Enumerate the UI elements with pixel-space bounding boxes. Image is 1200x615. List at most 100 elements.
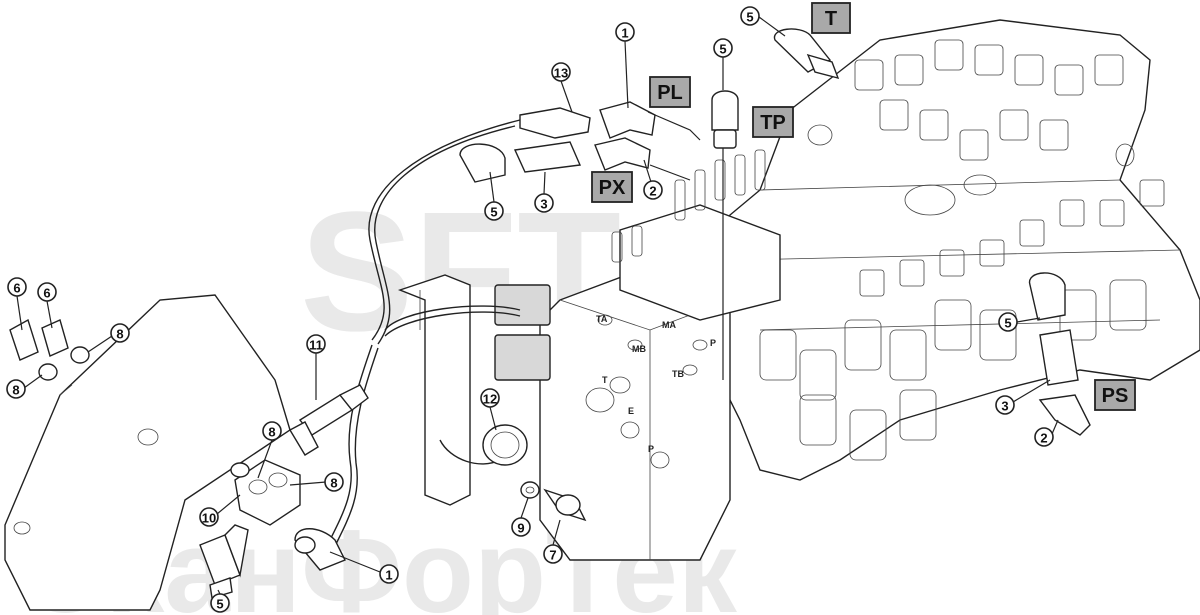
port-label-tp: TP <box>752 106 794 138</box>
top-fittings <box>459 101 656 183</box>
middle-valve-block <box>494 149 781 381</box>
callout-circle <box>713 38 733 58</box>
callout-8: 8 <box>110 323 130 343</box>
callout-number: 5 <box>746 10 753 25</box>
callout-2: 2 <box>643 180 663 200</box>
block-mark-ta: TA <box>596 314 608 324</box>
port-label-text: PX <box>599 177 626 199</box>
adapter-block-10 <box>230 459 301 526</box>
callout-6: 6 <box>7 277 27 297</box>
leader-lines <box>16 16 1059 595</box>
callout-circle <box>740 6 760 26</box>
port-label-text: TP <box>760 112 786 134</box>
elbow-fitting-1-bottom <box>294 528 346 571</box>
callout-circle <box>511 517 531 537</box>
callout-circle <box>534 193 554 213</box>
callout-circle <box>543 544 563 564</box>
callout-circle <box>615 22 635 42</box>
plug-12 <box>482 424 528 466</box>
callout-circle <box>551 62 571 82</box>
callout-1: 1 <box>379 564 399 584</box>
callout-circle <box>306 334 326 354</box>
manifold-block: T E P TB TA MA MB P <box>539 269 731 561</box>
callout-1: 1 <box>615 22 635 42</box>
callouts: 1 13 5 5 2 3 5 6 6 8 8 11 12 8 8 10 9 7 1 5 5 3 2 <box>6 6 1054 613</box>
callout-number: 7 <box>549 548 556 563</box>
block-mark-p2: P <box>710 338 716 348</box>
port-label-t: T <box>811 2 851 34</box>
callout-number: 13 <box>554 66 568 81</box>
callout-circle <box>998 312 1018 332</box>
callout-circle <box>210 593 230 613</box>
port-label-text: T <box>825 8 837 30</box>
callout-number: 2 <box>1040 431 1047 446</box>
callout-circle <box>480 388 500 408</box>
callout-number: 1 <box>385 568 392 583</box>
bolts-6 <box>9 318 69 361</box>
callout-7: 7 <box>543 544 563 564</box>
callout-circle <box>110 323 130 343</box>
callout-number: 8 <box>268 425 275 440</box>
callout-3: 3 <box>995 395 1015 415</box>
block-mark-e: E <box>628 406 634 416</box>
pressure-sensor-11 <box>289 384 369 456</box>
port-label-box <box>811 2 851 34</box>
callout-number: 11 <box>309 338 323 353</box>
callout-12: 12 <box>480 388 500 408</box>
valve-bracket <box>397 274 471 506</box>
callout-number: 1 <box>621 26 628 41</box>
callout-number: 9 <box>517 521 524 536</box>
block-mark-mb: MB <box>632 344 646 354</box>
port-label-px: PX <box>591 171 633 203</box>
port-label-box <box>591 171 633 203</box>
callout-number: 5 <box>490 205 497 220</box>
callout-5: 5 <box>998 312 1018 332</box>
callout-number: 3 <box>540 197 547 212</box>
callout-circle <box>643 180 663 200</box>
callout-circle <box>199 507 219 527</box>
port-label-ps: PS <box>1094 379 1136 411</box>
washers-8-left <box>38 346 90 381</box>
callout-circle <box>7 277 27 297</box>
port-label-text: PL <box>657 82 683 104</box>
callout-circle <box>324 472 344 492</box>
callout-circle <box>379 564 399 584</box>
port-label-text: PS <box>1102 385 1129 407</box>
port-label-box <box>649 76 691 108</box>
callout-number: 10 <box>202 511 216 526</box>
callout-10: 10 <box>199 507 219 527</box>
callout-number: 5 <box>719 42 726 57</box>
callout-6: 6 <box>37 282 57 302</box>
callout-number: 2 <box>649 184 656 199</box>
port-label-pl: PL <box>649 76 691 108</box>
callout-circle <box>262 421 282 441</box>
callout-9: 9 <box>511 517 531 537</box>
fitting-t <box>773 28 840 80</box>
callout-5: 5 <box>210 593 230 613</box>
callout-13: 13 <box>551 62 571 82</box>
callout-number: 6 <box>13 281 20 296</box>
callout-3: 3 <box>534 193 554 213</box>
fittings-ps <box>1029 272 1091 436</box>
callout-number: 5 <box>216 597 223 612</box>
sensor-5-bottom <box>199 524 249 599</box>
block-mark-t: T <box>602 375 608 385</box>
block-mark-p: P <box>648 444 654 454</box>
block-mark-tb: TB <box>672 369 684 379</box>
washer-9 <box>520 481 540 499</box>
bolt-7 <box>543 488 587 522</box>
block-mark-ma: MA <box>662 320 676 330</box>
callout-circle <box>37 282 57 302</box>
callout-5: 5 <box>713 38 733 58</box>
callout-number: 6 <box>43 286 50 301</box>
hoses <box>329 119 521 545</box>
callout-8: 8 <box>6 379 26 399</box>
port-label-box <box>752 106 794 138</box>
callout-number: 3 <box>1001 399 1008 414</box>
callout-8: 8 <box>324 472 344 492</box>
callout-8: 8 <box>262 421 282 441</box>
fitting-tp <box>711 90 739 149</box>
